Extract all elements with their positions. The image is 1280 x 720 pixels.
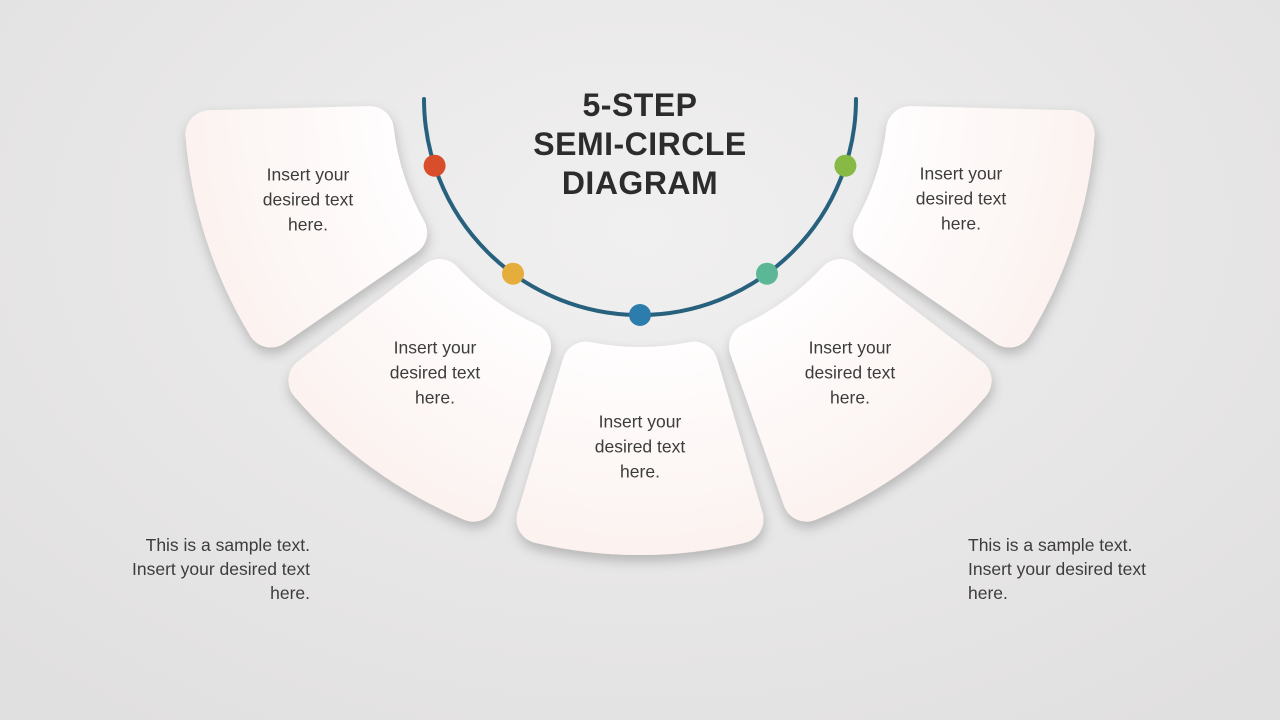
step-5-label[interactable]: Insert your desired text here. — [915, 163, 1007, 234]
step-4-label[interactable]: Insert your desired text here. — [804, 337, 896, 408]
step-dot-5 — [834, 154, 857, 177]
step-dot-4 — [756, 262, 778, 285]
sample-text-left[interactable]: This is a sample text. Insert your desir… — [132, 535, 310, 603]
petal-shape-5[interactable] — [852, 106, 1095, 348]
petal-group — [185, 106, 1095, 556]
step-dot-2 — [502, 262, 524, 285]
slide-title: 5-STEP SEMI-CIRCLE DIAGRAM — [500, 86, 780, 203]
step-dot-3 — [629, 304, 651, 326]
petal-shape-3[interactable] — [516, 341, 764, 556]
sample-text-right[interactable]: This is a sample text. Insert your desir… — [968, 535, 1146, 603]
step-dot-1 — [423, 154, 446, 177]
slide-title-line2: SEMI-CIRCLE — [533, 126, 747, 162]
petal-shape-2[interactable] — [288, 259, 551, 522]
petal-shape-1[interactable] — [185, 106, 428, 348]
step-2-label[interactable]: Insert your desired text here. — [389, 337, 481, 408]
petal-shape-4[interactable] — [729, 259, 992, 522]
step-3-label[interactable]: Insert your desired text here. — [594, 411, 686, 482]
step-1-label[interactable]: Insert your desired text here. — [262, 164, 354, 235]
slide-title-line1: 5-STEP — [582, 87, 698, 123]
slide-title-line3: DIAGRAM — [561, 165, 719, 201]
